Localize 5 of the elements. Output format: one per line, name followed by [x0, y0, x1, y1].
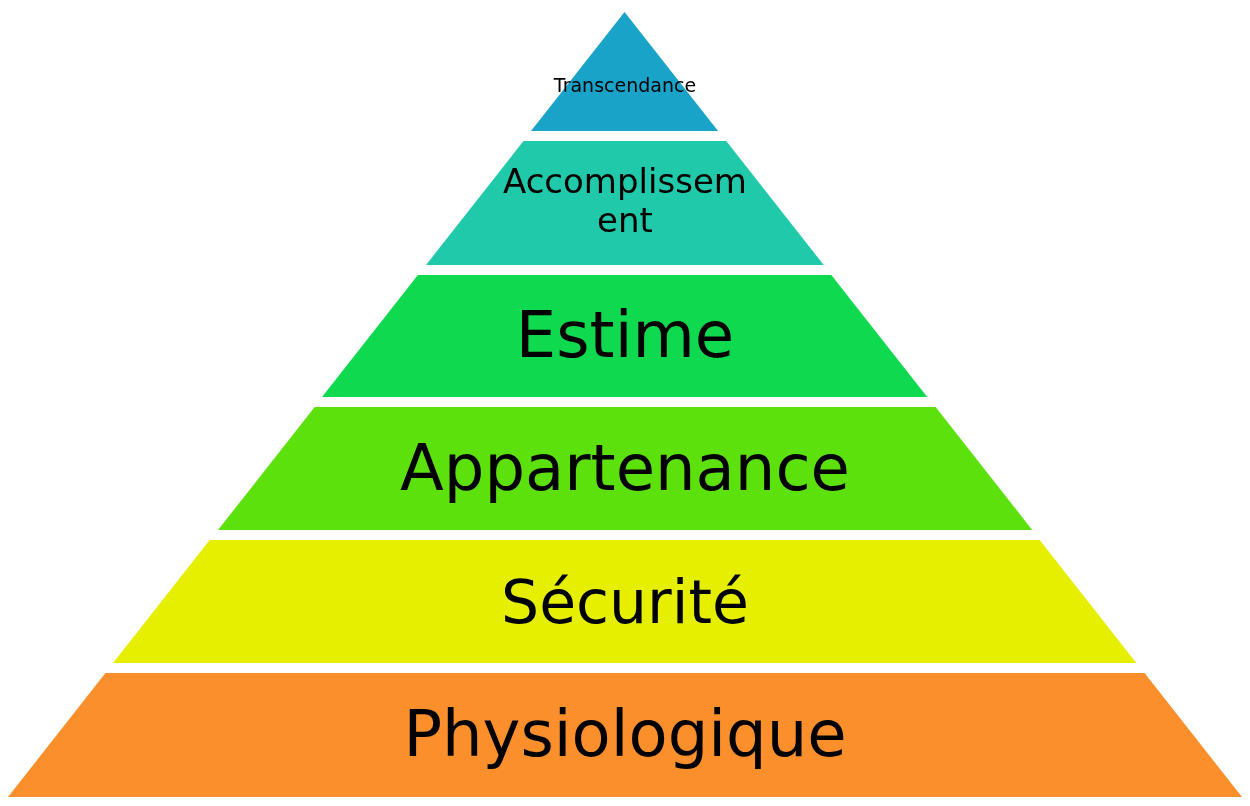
tier-label: Appartenance [400, 431, 850, 506]
tier-label: Sécurité [501, 567, 749, 636]
tier-label: Estime [515, 299, 735, 373]
tier-label: Accomplissement [502, 161, 748, 240]
tier-label: Physiologique [403, 698, 847, 772]
